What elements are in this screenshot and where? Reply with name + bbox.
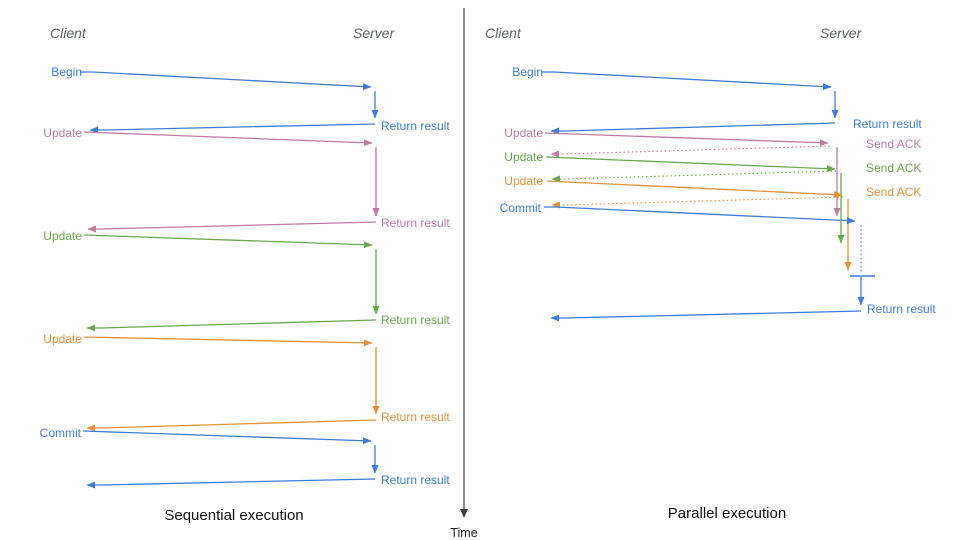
par-update1-ack-line [550, 145, 831, 158]
par-update3-label: Update [504, 174, 543, 188]
par-begin-response-line [550, 122, 836, 135]
seq-begin-response-line [89, 123, 376, 134]
seq-commit-response-line [86, 478, 376, 489]
par-begin-request-line [541, 71, 832, 91]
time-axis: Time [450, 8, 478, 540]
sequential-title: Sequential execution [164, 507, 303, 524]
seq-update3-request-line [83, 336, 373, 347]
seq-update1-response-line [87, 221, 377, 233]
seq-update3-response-label: Return result [381, 410, 450, 424]
par-update1-request-line [544, 132, 829, 147]
seq-begin-request-line [80, 71, 372, 91]
par-update2-ack-label: Send ACK [866, 161, 921, 175]
seq-update1-request-line [83, 131, 373, 147]
seq-update1-label: Update [43, 126, 82, 140]
par-update2-request-line [545, 156, 836, 173]
seq-commit-request-line [82, 430, 372, 445]
parallel-title: Parallel execution [668, 505, 786, 522]
seq-commit-label: Commit [40, 426, 82, 440]
par-update1-label: Update [504, 126, 543, 140]
seq-update2-response-line [86, 319, 377, 332]
seq-client-header: Client [50, 25, 87, 41]
time-axis-label: Time [450, 526, 477, 540]
par-update1-ack-label: Send ACK [866, 137, 921, 151]
par-update2-label: Update [504, 150, 543, 164]
parallel-panel: Client Server Begin Return result Update… [485, 25, 936, 522]
seq-commit-response-label: Return result [381, 473, 450, 487]
par-server-header: Server [820, 25, 863, 41]
par-commit-response-label: Return result [867, 302, 936, 316]
seq-update1-response-label: Return result [381, 216, 450, 230]
seq-update3-response-line [86, 419, 377, 432]
par-begin-response-label: Return result [853, 117, 922, 131]
par-update2-ack-line [551, 170, 837, 183]
seq-begin-label: Begin [51, 65, 82, 79]
sequential-panel: Client Server Begin Return result Update… [40, 25, 451, 524]
par-update3-ack-line [551, 196, 844, 209]
par-update3-ack-label: Send ACK [866, 185, 921, 199]
seq-update2-response-label: Return result [381, 313, 450, 327]
seq-server-header: Server [353, 25, 396, 41]
seq-update2-label: Update [43, 229, 82, 243]
par-commit-request-line [544, 206, 856, 225]
seq-update2-request-line [83, 234, 373, 249]
par-update3-request-line [546, 180, 843, 199]
par-begin-label: Begin [512, 65, 543, 79]
seq-update3-label: Update [43, 332, 82, 346]
par-commit-response-line [550, 310, 862, 322]
par-client-header: Client [485, 25, 522, 41]
seq-begin-response-label: Return result [381, 119, 450, 133]
par-commit-label: Commit [500, 201, 542, 215]
